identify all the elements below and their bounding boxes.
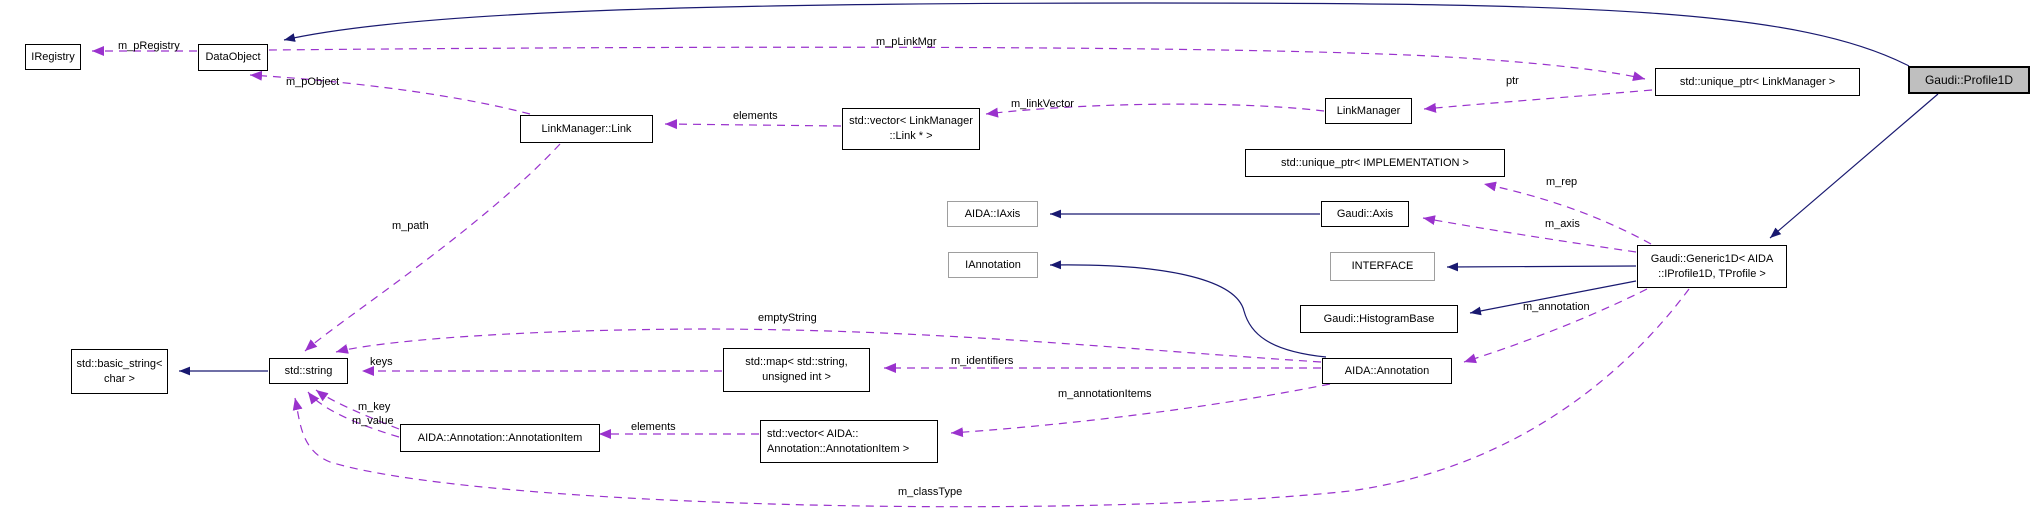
node-label: DataObject [205,51,261,64]
edge-label-m-linkvector: m_linkVector [1011,98,1074,110]
node-label: std::string [284,364,333,377]
edge-label-m-axis: m_axis [1545,218,1580,230]
edge-inherit-generic1d-interface [1446,262,1637,272]
edge-inherit-annotation-iannotation [1049,260,1327,358]
edge-usage-elements-links [664,119,842,130]
edge-label-m-key: m_key [358,401,391,413]
edge-inherit-profile1d-generic1d [1769,93,1939,239]
node-label: LinkManager [1336,104,1401,117]
node-label: ::Link * > [889,130,933,142]
edge-usage-m-axis [1422,215,1637,253]
edge-label-m-value: m_value [352,415,394,427]
node-label: INTERFACE [1351,260,1414,273]
node-label: Gaudi::Axis [1336,207,1394,220]
edge-label-m-annotation: m_annotation [1523,301,1590,313]
edge-label-elements-items: elements [631,421,676,433]
edge-label-ptr: ptr [1506,75,1519,87]
node-aida-annotation-annotationitem[interactable]: AIDA::Annotation::AnnotationItem [400,424,600,452]
edge-usage-m-plinkmgr [268,46,1646,82]
node-unique-ptr-linkmanager[interactable]: std::unique_ptr< LinkManager > [1655,68,1860,96]
node-std-map[interactable]: std::map< std::string, unsigned int > [723,348,870,392]
node-label: Gaudi::HistogramBase [1323,312,1435,325]
node-gaudi-profile1d[interactable]: Gaudi::Profile1D [1908,66,2030,94]
node-label: AIDA::IAxis [964,207,1021,220]
node-gaudi-generic1d[interactable]: Gaudi::Generic1D< AIDA ::IProfile1D, TPr… [1637,245,1787,288]
node-label: LinkManager::Link [541,122,632,135]
edge-label-m-rep: m_rep [1546,176,1578,188]
edge-label-m-annotationitems: m_annotationItems [1058,388,1152,400]
node-dataobject[interactable]: DataObject [198,44,268,71]
node-aida-iaxis[interactable]: AIDA::IAxis [947,201,1038,227]
node-linkmanager-link[interactable]: LinkManager::Link [520,115,653,143]
edge-label-m-pregistry: m_pRegistry [118,40,180,52]
node-label: IRegistry [31,50,75,63]
edge-usage-m-linkvector [985,103,1325,118]
edge-label-keys: keys [370,356,393,368]
node-linkmanager[interactable]: LinkManager [1325,98,1412,124]
edge-label-elements-links: elements [733,110,778,122]
edge-usage-m-pobject [249,70,531,115]
edge-usage-m-annotationitems [950,383,1331,438]
node-label: char > [104,372,135,385]
node-label: Gaudi::Profile1D [1924,72,2014,87]
node-aida-annotation[interactable]: AIDA::Annotation [1322,358,1452,384]
edge-label-m-classtype: m_classType [898,486,963,498]
edge-usage-emptystring [335,328,1322,363]
edge-label-m-pobject: m_pObject [286,76,340,88]
edge-usage-m-value [307,391,400,438]
node-label: std::unique_ptr< LinkManager > [1679,75,1836,88]
node-label: std::unique_ptr< IMPLEMENTATION > [1281,156,1469,169]
node-label: AIDA::Annotation [1344,364,1430,377]
node-label: unsigned int > [762,371,831,383]
edge-usage-ptr [1423,89,1653,113]
node-std-string[interactable]: std::string [269,358,348,384]
edge-inherit-profile1d-dataobject [283,2,1910,67]
node-label: IAnnotation [965,258,1021,271]
edge-usage-m-path [304,143,561,352]
edge-label-emptystring: emptyString [758,312,817,324]
edge-usage-m-annotation [1463,288,1648,364]
edge-usage-m-classtype [292,288,1690,508]
node-iregistry[interactable]: IRegistry [25,44,81,70]
node-iannotation[interactable]: IAnnotation [948,252,1038,278]
edge-usage-m-key [315,389,400,430]
node-label: ::IProfile1D, TProfile > [1658,267,1766,280]
node-interface[interactable]: INTERFACE [1330,252,1435,281]
node-std-basic-string[interactable]: std::basic_string< char > [71,349,168,394]
node-vector-annotationitem[interactable]: std::vector< AIDA:: Annotation::Annotati… [760,420,938,463]
edge-label-m-identifiers: m_identifiers [951,355,1014,367]
edge-usage-m-rep [1483,181,1652,245]
node-unique-ptr-implementation[interactable]: std::unique_ptr< IMPLEMENTATION > [1245,149,1505,177]
node-label: std::vector< AIDA:: [767,427,859,440]
node-label: AIDA::Annotation::AnnotationItem [417,431,583,444]
node-vector-linkmanager-link[interactable]: std::vector< LinkManager ::Link * > [842,108,980,150]
node-label: std::vector< LinkManager [849,115,973,128]
node-gaudi-histogrambase[interactable]: Gaudi::HistogramBase [1300,305,1458,333]
node-label: Annotation::AnnotationItem > [767,442,910,455]
node-label: std::basic_string< [76,357,163,370]
edge-label-m-plinkmgr: m_pLinkMgr [876,36,937,48]
edge-label-m-path: m_path [392,220,429,232]
node-gaudi-axis[interactable]: Gaudi::Axis [1321,201,1409,227]
node-label: std::map< std::string, [745,356,848,369]
edge-inherit-generic1d-histogrambase [1469,280,1637,316]
node-label: Gaudi::Generic1D< AIDA [1650,252,1774,265]
